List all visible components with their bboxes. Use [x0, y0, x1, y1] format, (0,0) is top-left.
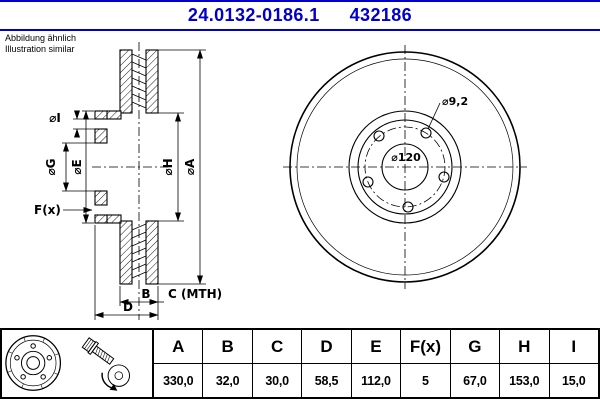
spec-column-a: A 330,0 [154, 330, 204, 397]
title-bar: 24.0132-0186.1 432186 [0, 2, 600, 31]
brake-disc-front-icon [5, 335, 62, 391]
spec-value-h: 153,0 [509, 373, 540, 388]
hole-diameter-label: ⌀9,2 [442, 95, 468, 108]
spec-header-g: G [450, 330, 500, 364]
hub-circle [357, 119, 453, 215]
spec-value-b: 32,0 [215, 373, 240, 388]
bolt-hole [438, 171, 450, 183]
bolt-circle-label: ⌀120 [391, 151, 421, 164]
cross-section-view: ⌀I ⌀G ⌀E F(x) ⌀H ⌀A B C (MTH) D [34, 42, 222, 320]
dimension-lines [62, 49, 206, 320]
center-bore-circle [381, 143, 429, 191]
arrow-head [109, 383, 118, 391]
spec-column-h: H 153,0 [500, 330, 550, 397]
dim-label-d: D [123, 300, 133, 314]
spec-header-fx: F(x) [401, 330, 450, 364]
bolt-icon [81, 337, 115, 365]
dim-label-dia-h: ⌀H [161, 158, 175, 175]
bolt-hole [362, 176, 374, 188]
bolt-hole [402, 201, 414, 213]
similarity-note: Abbildung ähnlich Illustration similar [5, 33, 76, 54]
outer-diameter-circle [289, 51, 521, 283]
disc-direction-icon [101, 364, 130, 391]
bolt-holes [362, 127, 450, 213]
spec-header-d: D [302, 330, 351, 364]
rim-chamfer-circle [296, 58, 514, 276]
spec-header-e: E [351, 330, 401, 364]
similarity-note-en: Illustration similar [5, 43, 75, 54]
spec-header-b: B [203, 330, 252, 364]
dim-label-dia-a: ⌀A [183, 158, 197, 175]
spec-header-c: C [252, 330, 302, 364]
dim-label-fx: F(x) [34, 203, 61, 217]
reference-number: 432186 [349, 5, 413, 25]
technical-drawing: ⌀I ⌀G ⌀E F(x) ⌀H ⌀A B C (MTH) D [34, 42, 527, 320]
spec-header-a: A [154, 330, 203, 364]
product-icons [5, 335, 130, 391]
part-number: 24.0132-0186.1 [187, 5, 320, 25]
spec-column-i: I 15,0 [549, 330, 598, 397]
spec-value-i: 15,0 [561, 373, 586, 388]
spec-column-b: B 32,0 [203, 330, 253, 397]
spec-column-c: C 30,0 [252, 330, 303, 397]
dim-label-dia-i: ⌀I [49, 111, 61, 125]
hole-leader-line [427, 102, 441, 130]
spec-header-i: I [549, 330, 598, 364]
spec-value-e: 112,0 [361, 373, 391, 388]
spec-column-e: E 112,0 [351, 330, 402, 397]
spec-header-h: H [500, 330, 549, 364]
bolt-hole [373, 130, 385, 142]
spec-value-fx: 5 [422, 373, 429, 388]
disc-section-solids [94, 49, 159, 285]
dim-label-dia-e: ⌀E [70, 159, 84, 174]
bolt-hole-highlighted [420, 127, 432, 139]
spec-value-d: 58,5 [314, 373, 339, 388]
spec-column-fx: F(x) 5 [401, 330, 451, 397]
dim-label-c-mth: C (MTH) [168, 287, 222, 301]
dimension-table: A 330,0 B 32,0 C 30,0 D 58,5 E 112,0 F(x… [0, 328, 600, 399]
spec-value-g: 67,0 [463, 373, 487, 388]
spec-value-c: 30,0 [265, 373, 289, 388]
spec-column-g: G 67,0 [450, 330, 501, 397]
spec-value-a: 330,0 [163, 373, 194, 388]
friction-inner-circle [348, 110, 462, 224]
front-view: ⌀9,2 ⌀120 [283, 45, 527, 289]
similarity-note-de: Abbildung ähnlich [5, 33, 77, 43]
product-icons-cell [2, 330, 154, 397]
dim-label-b: B [141, 287, 150, 301]
rim-shading [7, 337, 59, 389]
vent-vanes [131, 53, 147, 279]
dim-label-dia-g: ⌀G [44, 158, 58, 175]
spec-column-d: D 58,5 [302, 330, 352, 397]
bolt-circle [364, 126, 446, 208]
